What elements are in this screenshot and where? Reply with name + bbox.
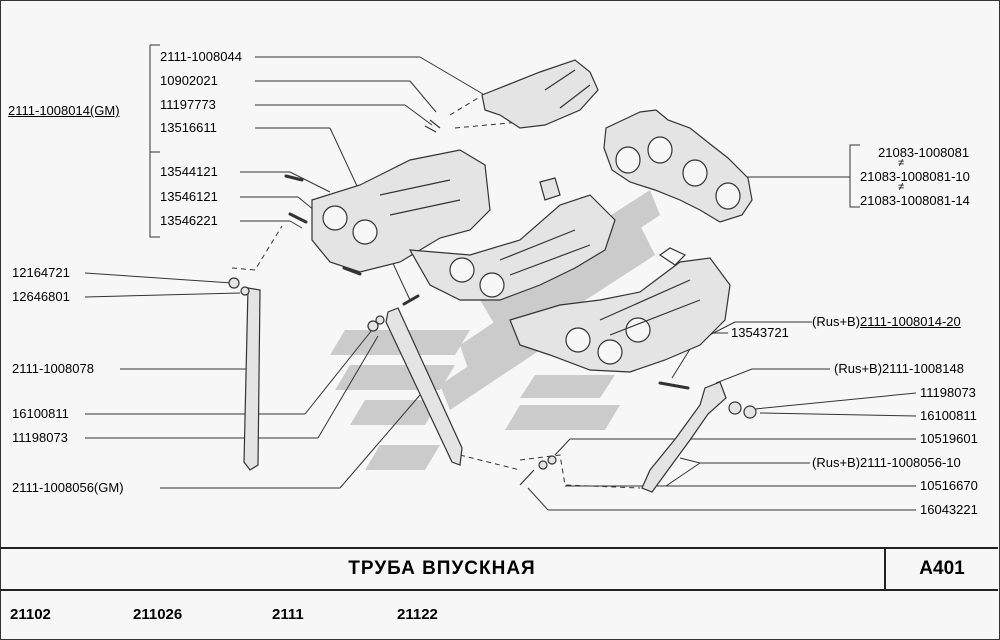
page-title: ТРУБА ВПУСКНАЯ: [348, 558, 536, 579]
part-label: 13543721: [731, 325, 789, 340]
model-code: 2111: [272, 606, 304, 623]
sheet-code: A401: [919, 558, 965, 579]
neq-mark: ≠: [898, 157, 905, 169]
model-code: 21102: [10, 606, 51, 623]
neq-mark: ≠: [898, 181, 905, 193]
part-label: 13546221: [160, 213, 218, 228]
group-label-gm: 2111-1008014(GM): [8, 103, 120, 118]
part-label: (Rus+B)2111-1008056-10: [812, 455, 961, 470]
part-label: (Rus+B)2111-1008148: [834, 361, 964, 376]
part-label: 2111-1008056(GM): [12, 480, 124, 495]
part-label: 11197773: [160, 97, 216, 112]
part-label: 16043221: [920, 502, 978, 517]
part-label: 16100811: [920, 408, 977, 423]
leader-lines-right: [527, 144, 917, 511]
assembly-dashes: [231, 97, 641, 489]
leader-lines-left: [84, 44, 489, 489]
model-code: 211026: [133, 606, 183, 623]
part-label: 21083-1008081-10: [860, 169, 970, 184]
part-label: 13546121: [160, 189, 218, 204]
manifold-gasket: [603, 109, 753, 223]
part-label: 16100811: [12, 406, 69, 421]
part-label: 13544121: [160, 164, 218, 179]
part-label: 13516611: [160, 120, 217, 135]
part-label: 21083-1008081-14: [860, 193, 970, 208]
heat-shield: [481, 59, 599, 129]
title-divider: [884, 549, 886, 589]
brackets: [243, 287, 727, 493]
part-label: 12164721: [12, 265, 70, 280]
part-label: 11198073: [12, 430, 68, 445]
intake-manifold-gm: [311, 149, 616, 301]
part-label: 10516670: [920, 478, 978, 493]
studs: [284, 174, 690, 390]
part-label: 2111-1008044: [160, 49, 242, 64]
model-code: 21122: [397, 606, 438, 623]
part-label: 21083-1008081: [878, 145, 970, 160]
part-label: 12646801: [12, 289, 70, 304]
group-label-rus-b: (Rus+B)2111-1008014-20: [812, 314, 961, 329]
part-label: 10902021: [160, 73, 218, 88]
intake-manifold-rus-b: [509, 247, 731, 373]
part-label: 11198073: [920, 385, 976, 400]
part-label: 10519601: [920, 431, 978, 446]
fasteners: [228, 119, 757, 486]
group-label-rus-b-code: 2111-1008014-20: [860, 314, 961, 329]
part-label: 2111-1008078: [12, 361, 94, 376]
title-block: ТРУБА ВПУСКНАЯ A401: [0, 547, 998, 591]
